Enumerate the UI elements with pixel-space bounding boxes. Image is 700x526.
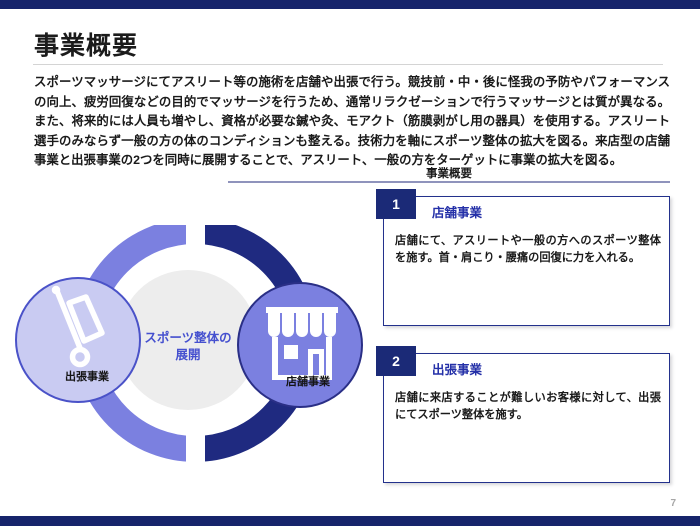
card-number-badge: 2	[376, 346, 416, 376]
storefront-icon	[266, 307, 338, 380]
business-card-store: 1 店舗事業 店舗にて、アスリートや一般の方へのスポーツ整体を施す。首・肩こり・…	[376, 189, 670, 326]
card-body-text: 店舗に来店することが難しいお客様に対して、出張にてスポーツ整体を施す。	[395, 392, 661, 421]
center-circle	[118, 270, 258, 410]
lead-paragraph: スポーツマッサージにてアスリート等の施術を店舗や出張で行う。競技前・中・後に怪我…	[34, 75, 670, 168]
business-cycle-diagram: スポーツ整体の 展開 出張事業 店舗事業	[10, 225, 380, 470]
card-number-badge: 1	[376, 189, 416, 219]
section-divider	[228, 181, 670, 183]
diagram-center-label: スポーツ整体の 展開	[128, 330, 248, 364]
center-label-line2: 展開	[175, 348, 201, 362]
right-node-label: 店舗事業	[286, 376, 330, 388]
card-title: 店舗事業	[432, 206, 483, 220]
title-divider	[33, 64, 663, 65]
slide-top-bar	[0, 0, 700, 9]
business-card-mobile: 2 出張事業 店舗に来店することが難しいお客様に対して、出張にてスポーツ整体を施…	[376, 346, 670, 483]
hand-truck-icon	[51, 285, 105, 368]
page-title: 事業概要	[34, 32, 139, 60]
left-node-label: 出張事業	[65, 371, 109, 383]
page-number: 7	[670, 498, 676, 509]
arc-gap-top	[186, 225, 205, 249]
arc-gap-bottom	[186, 431, 205, 463]
slide-bottom-bar	[0, 516, 700, 526]
card-body-text: 店舗にて、アスリートや一般の方へのスポーツ整体を施す。首・肩こり・腰痛の回復に力…	[395, 235, 661, 264]
section-heading: 事業概要	[426, 168, 472, 180]
card-title: 出張事業	[432, 363, 483, 377]
center-label-line1: スポーツ整体の	[144, 331, 232, 345]
